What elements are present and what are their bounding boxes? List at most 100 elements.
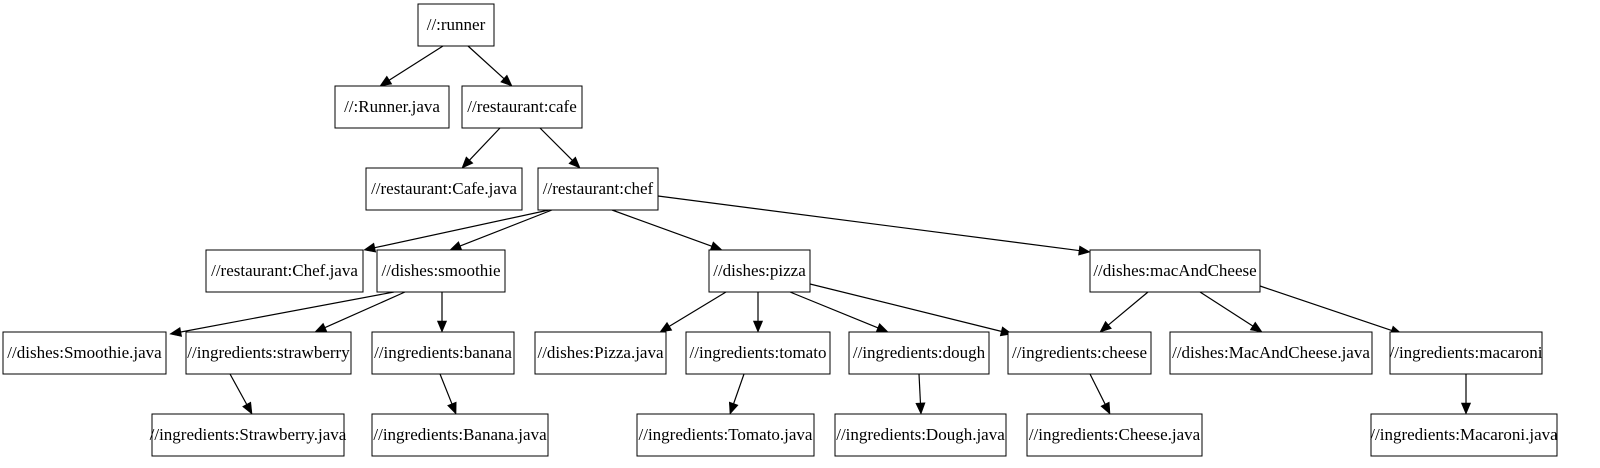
edge-line bbox=[1089, 373, 1106, 405]
edge-arrowhead-icon bbox=[752, 320, 764, 333]
edge-line bbox=[657, 195, 1080, 252]
graph-node-dishes_smoothie[interactable]: //dishes:smoothie bbox=[376, 249, 506, 293]
node-box[interactable] bbox=[461, 85, 583, 129]
node-box[interactable] bbox=[1389, 331, 1543, 375]
node-box[interactable] bbox=[537, 167, 659, 211]
graph-node-restaurant_cafe[interactable]: //restaurant:cafe bbox=[461, 85, 583, 129]
node-box[interactable] bbox=[708, 249, 811, 293]
graph-node-dough_java[interactable]: //ingredients:Dough.java bbox=[834, 413, 1007, 457]
graph-node-runner_java[interactable]: //:Runner.java bbox=[334, 85, 450, 129]
node-box[interactable] bbox=[185, 331, 352, 375]
node-label: //dishes:smoothie bbox=[382, 261, 501, 280]
graph-node-pizza_java[interactable]: //dishes:Pizza.java bbox=[534, 331, 667, 375]
node-box[interactable] bbox=[371, 413, 549, 457]
node-box[interactable] bbox=[1007, 331, 1152, 375]
graph-node-macaroni_java[interactable]: //ingredients:Macaroni.java bbox=[1370, 413, 1558, 457]
graph-edge bbox=[229, 373, 253, 415]
graph-node-smoothie_java[interactable]: //dishes:Smoothie.java bbox=[2, 331, 167, 375]
node-box[interactable] bbox=[534, 331, 667, 375]
graph-node-ing_dough[interactable]: //ingredients:dough bbox=[848, 331, 990, 375]
graph-node-mac_java[interactable]: //dishes:MacAndCheese.java bbox=[1169, 331, 1373, 375]
graph-node-cheese_java[interactable]: //ingredients:Cheese.java bbox=[1026, 413, 1203, 457]
edge-arrowhead-icon bbox=[709, 241, 723, 251]
graph-edge bbox=[1099, 291, 1149, 333]
graph-node-ing_strawberry[interactable]: //ingredients:strawberry bbox=[185, 331, 352, 375]
edge-arrowhead-icon bbox=[436, 320, 448, 333]
graph-edge bbox=[461, 127, 501, 169]
node-label: //:Runner.java bbox=[344, 97, 440, 116]
node-box[interactable] bbox=[1370, 413, 1558, 457]
edge-arrowhead-icon bbox=[1100, 401, 1111, 415]
node-box[interactable] bbox=[1169, 331, 1373, 375]
node-label: //dishes:macAndCheese bbox=[1093, 261, 1256, 280]
edge-line bbox=[733, 373, 745, 404]
edge-line bbox=[229, 373, 248, 405]
node-label: //ingredients:banana bbox=[374, 343, 512, 362]
node-label: //ingredients:dough bbox=[853, 343, 986, 362]
graph-node-ing_macaroni[interactable]: //ingredients:macaroni bbox=[1389, 331, 1543, 375]
node-label: //ingredients:Macaroni.java bbox=[1370, 425, 1558, 444]
edge-arrowhead-icon bbox=[500, 74, 513, 87]
edge-arrowhead-icon bbox=[379, 75, 393, 87]
edge-line bbox=[1108, 291, 1149, 326]
node-box[interactable] bbox=[365, 167, 523, 211]
graph-node-runner[interactable]: //:runner bbox=[417, 3, 495, 47]
node-label: //:runner bbox=[427, 15, 486, 34]
node-box[interactable] bbox=[848, 331, 990, 375]
node-box[interactable] bbox=[1026, 413, 1203, 457]
graph-node-dishes_mac[interactable]: //dishes:macAndCheese bbox=[1089, 249, 1261, 293]
edge-line bbox=[374, 209, 550, 249]
nodes-layer: //:runner //:Runner.java //restaurant:cafe… bbox=[2, 3, 1558, 457]
node-box[interactable] bbox=[417, 3, 495, 47]
edge-arrowhead-icon bbox=[659, 321, 673, 333]
edge-line bbox=[809, 283, 1002, 332]
node-label: //ingredients:tomato bbox=[690, 343, 827, 362]
graph-edge bbox=[436, 292, 448, 333]
graph-node-restaurant_chef[interactable]: //restaurant:chef bbox=[537, 167, 659, 211]
edge-arrowhead-icon bbox=[728, 401, 739, 415]
edge-arrowhead-icon bbox=[1078, 245, 1091, 256]
graph-edge bbox=[657, 195, 1091, 256]
node-label: //ingredients:Banana.java bbox=[373, 425, 547, 444]
edge-arrowhead-icon bbox=[568, 156, 581, 169]
edge-arrowhead-icon bbox=[915, 402, 926, 415]
node-box[interactable] bbox=[2, 331, 167, 375]
graph-edge bbox=[1460, 374, 1472, 415]
edges-layer bbox=[169, 45, 1472, 415]
graph-node-strawberry_java[interactable]: //ingredients:Strawberry.java bbox=[150, 413, 347, 457]
graph-edge bbox=[659, 291, 727, 333]
node-box[interactable] bbox=[151, 413, 345, 457]
graph-edge bbox=[1199, 291, 1263, 333]
graph-node-ing_cheese[interactable]: //ingredients:cheese bbox=[1007, 331, 1152, 375]
graph-edge bbox=[539, 127, 581, 169]
node-box[interactable] bbox=[1089, 249, 1261, 293]
node-label: //ingredients:cheese bbox=[1012, 343, 1147, 362]
edge-arrowhead-icon bbox=[1460, 402, 1472, 415]
node-label: //ingredients:Dough.java bbox=[836, 425, 1005, 444]
node-box[interactable] bbox=[334, 85, 450, 129]
graph-node-chef_java[interactable]: //restaurant:Chef.java bbox=[205, 249, 364, 293]
graph-node-dishes_pizza[interactable]: //dishes:pizza bbox=[708, 249, 811, 293]
node-box[interactable] bbox=[834, 413, 1007, 457]
edge-line bbox=[669, 291, 727, 327]
node-box[interactable] bbox=[376, 249, 506, 293]
node-label: //ingredients:Cheese.java bbox=[1029, 425, 1201, 444]
edge-arrowhead-icon bbox=[363, 242, 377, 253]
graph-edge bbox=[439, 373, 457, 415]
graph-node-ing_tomato[interactable]: //ingredients:tomato bbox=[685, 331, 831, 375]
node-box[interactable] bbox=[205, 249, 364, 293]
graph-edge bbox=[809, 283, 1013, 337]
node-box[interactable] bbox=[636, 413, 815, 457]
graph-edge bbox=[752, 292, 764, 333]
node-box[interactable] bbox=[371, 331, 515, 375]
graph-edge bbox=[1089, 373, 1111, 415]
node-label: //dishes:Pizza.java bbox=[537, 343, 664, 362]
edge-line bbox=[789, 291, 879, 329]
graph-node-cafe_java[interactable]: //restaurant:Cafe.java bbox=[365, 167, 523, 211]
node-box[interactable] bbox=[685, 331, 831, 375]
edge-line bbox=[918, 373, 922, 404]
graph-node-tomato_java[interactable]: //ingredients:Tomato.java bbox=[636, 413, 815, 457]
graph-node-ing_banana[interactable]: //ingredients:banana bbox=[371, 331, 515, 375]
edge-arrowhead-icon bbox=[1099, 320, 1112, 333]
graph-node-banana_java[interactable]: //ingredients:Banana.java bbox=[371, 413, 549, 457]
